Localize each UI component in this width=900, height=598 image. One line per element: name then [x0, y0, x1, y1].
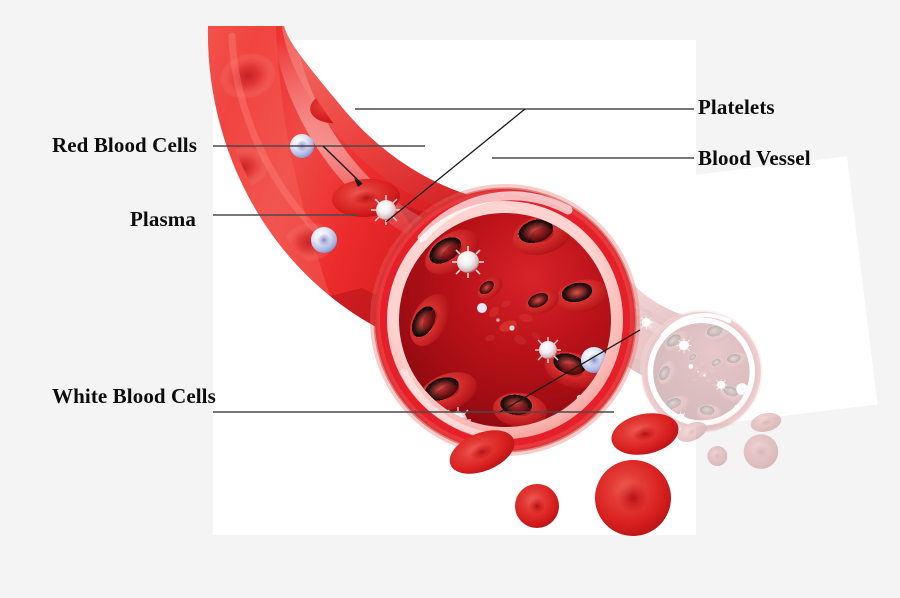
blood-vessel-illustration: [0, 0, 560, 560]
label-platelets: Platelets: [698, 95, 775, 119]
label-blood-vessel: Blood Vessel: [698, 146, 811, 170]
label-white-blood-cells: White Blood Cells: [52, 384, 216, 408]
label-red-blood-cells: Red Blood Cells: [52, 133, 198, 157]
label-plasma: Plasma: [130, 207, 196, 231]
vessel-svg: [190, 20, 750, 580]
